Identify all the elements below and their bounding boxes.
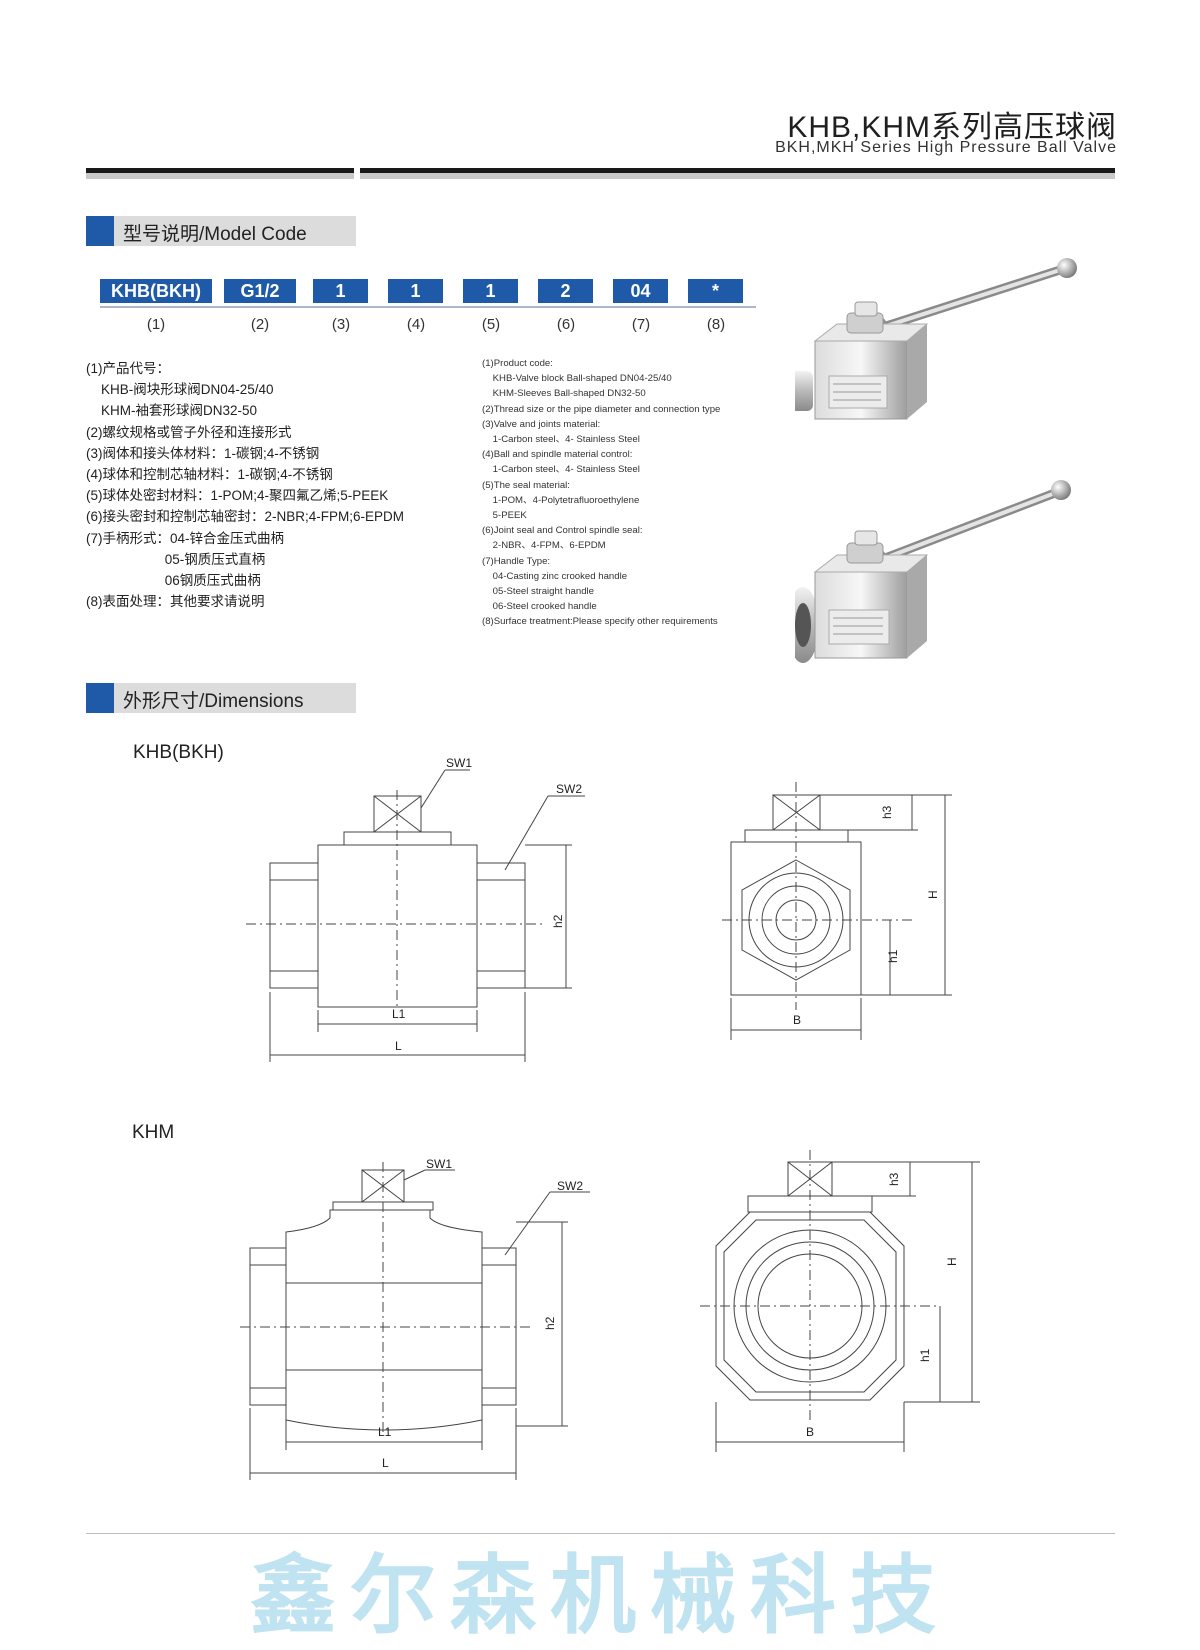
khm-sw2-label: SW2 [557, 1179, 583, 1193]
en-line: (8)Surface treatment:Please specify othe… [482, 616, 718, 628]
en-line: 04-Casting zinc crooked handle [482, 570, 628, 582]
code-index-8: (8) [706, 316, 726, 333]
section-dimensions: 外形尺寸/Dimensions [86, 683, 356, 713]
valve-photo-male [795, 258, 1077, 420]
code-box-3: 1 [313, 279, 368, 303]
en-line: 06-Steel crooked handle [482, 601, 597, 613]
code-box-4: 1 [388, 279, 443, 303]
code-index-1: (1) [146, 316, 166, 333]
header-rule-left-shadow [86, 173, 354, 179]
cn-line: 05-钢质压式直柄 [86, 551, 266, 567]
khm-h-label: H [945, 1257, 959, 1266]
en-line: 2-NBR、4-FPM、6-EPDM [482, 540, 606, 552]
khb-end-view [722, 782, 952, 1040]
khm-b-label: B [806, 1425, 814, 1439]
footer-company-watermark: 鑫尔森机械科技 [250, 1548, 950, 1644]
cn-line: (6)接头密封和控制芯轴密封：2-NBR;4-FPM;6-EPDM [86, 509, 405, 525]
model-code-row: KHB(BKH) G1/2 1 1 1 2 04 * [100, 279, 756, 307]
code-index-5: (5) [481, 316, 501, 333]
header-rule-right [360, 168, 1115, 173]
description-en: (1)Product code: KHB-Valve block Ball-sh… [482, 356, 720, 630]
en-line: (4)Ball and spindle material control: [482, 449, 633, 461]
en-line: (3)Valve and joints material: [482, 418, 601, 430]
khb-h-label: H [926, 890, 940, 899]
cn-line: (1)产品代号： [86, 361, 170, 376]
code-box-5: 1 [463, 279, 518, 303]
khm-h3-label: h3 [887, 1172, 901, 1186]
en-line: (5)The seal material: [482, 479, 570, 491]
cn-line: (8)表面处理：其他要求请说明 [86, 594, 265, 610]
en-line: 1-Carbon steel、4- Stainless Steel [482, 464, 640, 476]
section-model-code: 型号说明/Model Code [86, 216, 356, 246]
khb-side-view [246, 769, 585, 1062]
header-rule-right-shadow [360, 173, 1115, 179]
khb-h3-label: h3 [880, 805, 894, 819]
khb-sw2-label: SW2 [556, 782, 582, 796]
khm-end-view [700, 1150, 980, 1452]
en-line: KHM-Sleeves Ball-shaped DN32-50 [482, 388, 646, 400]
code-index-3: (3) [331, 316, 351, 333]
cn-line: 06钢质压式曲柄 [86, 573, 261, 589]
header-rule-left [86, 168, 354, 173]
en-line: (1)Product code: [482, 358, 553, 369]
code-index-7: (7) [631, 316, 651, 333]
en-line: KHB-Valve block Ball-shaped DN04-25/40 [482, 373, 672, 385]
cn-line: KHM-袖套形球阀DN32-50 [86, 403, 258, 419]
khb-sw1-label: SW1 [446, 756, 472, 770]
section-marker [86, 216, 114, 246]
en-line: 5-PEEK [482, 510, 527, 522]
khm-l-label: L [382, 1456, 389, 1470]
code-index-2: (2) [250, 316, 270, 333]
code-box-8: * [688, 279, 743, 303]
model-code-underline [100, 306, 756, 308]
khm-h1-label: h1 [918, 1348, 932, 1362]
en-line: 1-POM、4-Polytetrafluoroethylene [482, 494, 640, 506]
cn-line: (2)螺纹规格或管子外径和连接形式 [86, 424, 292, 440]
khb-b-label: B [793, 1013, 801, 1027]
khb-l1-label: L1 [392, 1007, 406, 1021]
khb-h1-label: h1 [886, 949, 900, 963]
drawing-khm-label: KHM [132, 1122, 175, 1143]
khm-sw1-label: SW1 [426, 1157, 452, 1171]
en-line: (2)Thread size or the pipe diameter and … [482, 403, 721, 415]
khb-h2-label: h2 [551, 914, 565, 928]
description-cn: (1)产品代号： KHB-阀块形球阀DN04-25/40 KHM-袖套形球阀DN… [86, 358, 404, 612]
khm-l1-label: L1 [378, 1425, 392, 1439]
khm-h2-label: h2 [543, 1316, 557, 1330]
cn-line: (5)球体处密封材料：1-POM;4-聚四氟乙烯;5-PEEK [86, 488, 389, 504]
cn-line: KHB-阀块形球阀DN04-25/40 [86, 382, 274, 398]
cn-line: (7)手柄形式：04-锌合金压式曲柄 [86, 530, 285, 546]
khm-side-view [240, 1162, 590, 1480]
cn-line: (3)阀体和接头体材料：1-碳钢;4-不锈钢 [86, 445, 320, 461]
section-dimensions-title: 外形尺寸/Dimensions [123, 691, 304, 712]
code-box-1: KHB(BKH) [100, 279, 212, 303]
drawing-khb-label: KHB(BKH) [133, 742, 224, 763]
valve-photo-female [795, 480, 1071, 663]
en-line: 1-Carbon steel、4- Stainless Steel [482, 434, 640, 446]
code-box-2: G1/2 [224, 279, 296, 303]
code-index-4: (4) [406, 316, 426, 333]
en-line: 05-Steel straight handle [482, 586, 594, 598]
khb-l-label: L [395, 1039, 402, 1053]
en-line: (7)Handle Type: [482, 555, 551, 567]
section-marker [86, 683, 114, 713]
section-model-code-title: 型号说明/Model Code [123, 224, 307, 245]
page-subtitle: BKH,MKH Series High Pressure Ball Valve [775, 139, 1117, 156]
page-title: KHB,KHM系列高压球阀 [787, 111, 1117, 144]
code-index-6: (6) [556, 316, 576, 333]
en-line: (6)Joint seal and Control spindle seal: [482, 525, 643, 537]
footer-rule [86, 1533, 1115, 1534]
code-box-7: 04 [613, 279, 668, 303]
code-box-6: 2 [538, 279, 593, 303]
cn-line: (4)球体和控制芯轴材料：1-碳钢;4-不锈钢 [86, 467, 333, 483]
